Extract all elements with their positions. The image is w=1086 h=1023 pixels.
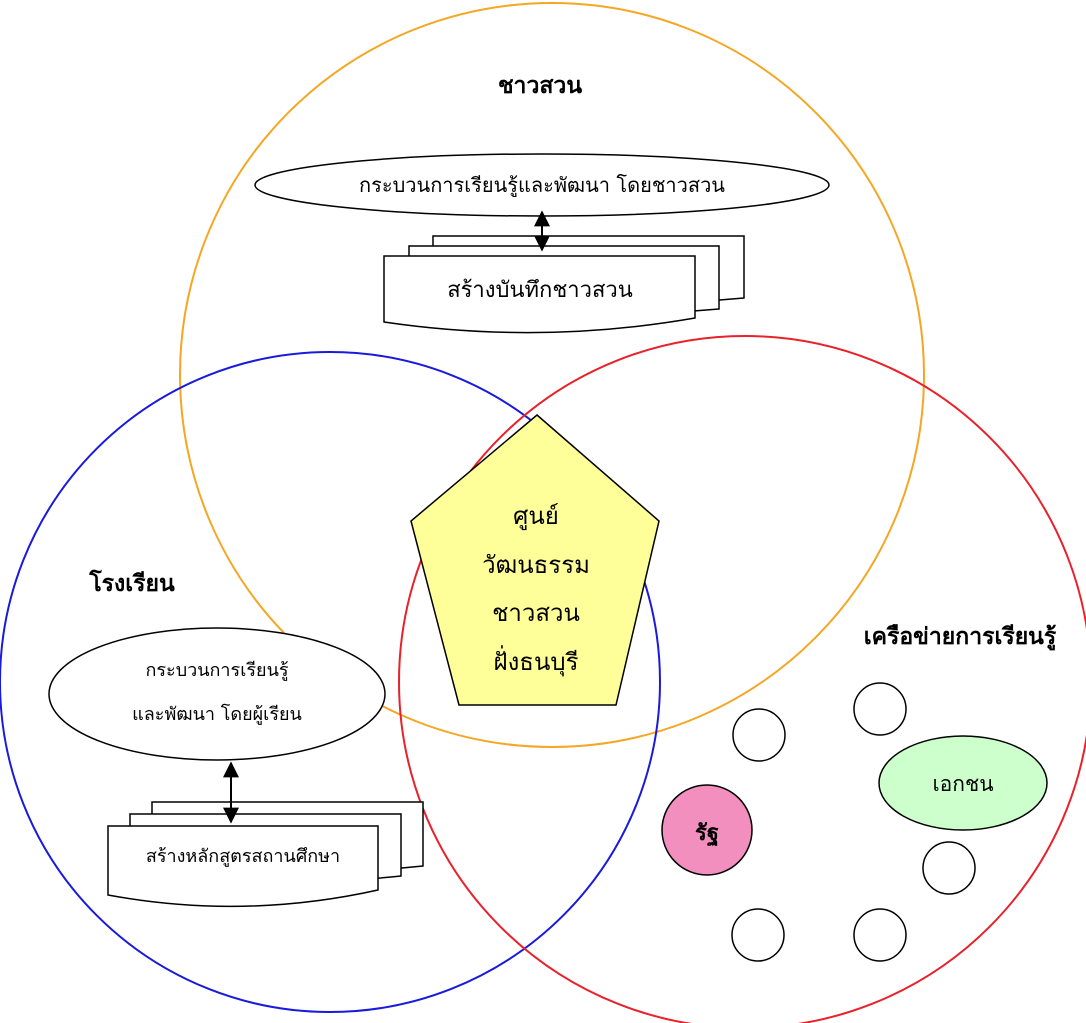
member-circle: [922, 841, 976, 895]
center-line4: ฝั่งธนบุรี: [494, 645, 579, 677]
center-line2: วัฒนธรรม: [482, 551, 590, 579]
center-line1: ศูนย์: [513, 502, 559, 531]
farmers-title: ชาวสวน: [498, 72, 582, 99]
school-output-document: สร้างหลักสูตรสถานศึกษา: [107, 801, 424, 908]
private-label: เอกชน: [932, 772, 993, 796]
school-process-line1: กระบวนการเรียนรู้: [145, 660, 288, 681]
school-process-ellipse: [48, 627, 386, 761]
center-line3: ชาวสวน: [492, 599, 580, 627]
farmers-output-document: สร้างบันทึกชาวสวน: [383, 235, 745, 334]
center-pentagon: [410, 414, 660, 706]
state-label: รัฐ: [695, 820, 719, 847]
school-circle: [0, 351, 661, 1013]
farmers-circle: [179, 2, 925, 748]
member-circle: [732, 708, 786, 762]
member-circle: [853, 682, 907, 736]
farmers-output-text: สร้างบันทึกชาวสวน: [447, 278, 633, 303]
school-output-text: สร้างหลักสูตรสถานศึกษา: [146, 846, 340, 867]
school-process-line2: และพัฒนา โดยผู้เรียน: [132, 703, 302, 725]
farmers-process-text: กระบวนการเรียนรู้และพัฒนา โดยชาวสวน: [359, 173, 725, 198]
school-title: โรงเรียน: [88, 569, 175, 597]
member-circle: [731, 908, 785, 962]
state-circle: [661, 784, 753, 876]
network-title: เครือข่ายการเรียนรู้: [864, 623, 1057, 651]
private-ellipse: [878, 735, 1048, 831]
network-circle: [398, 335, 1086, 1023]
member-circle: [853, 908, 907, 962]
